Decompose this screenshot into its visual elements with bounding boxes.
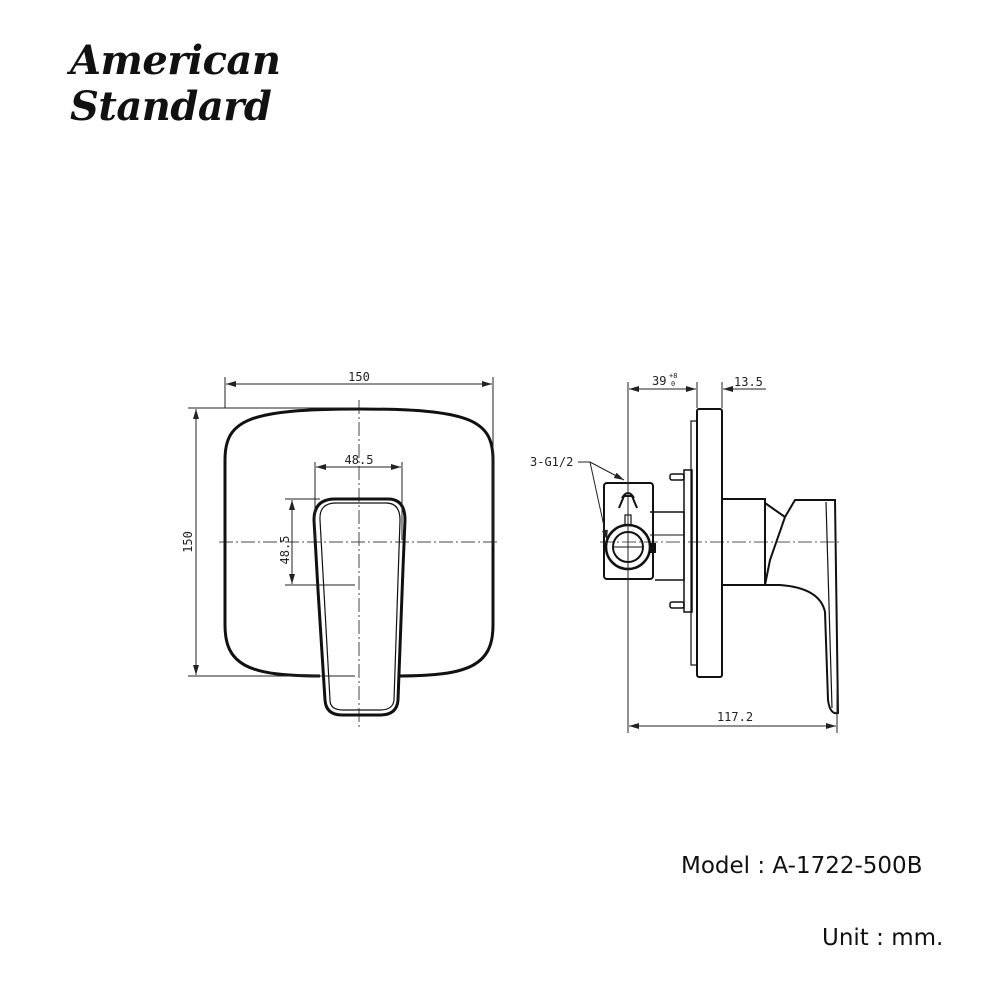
unit-label: Unit : mm.: [822, 925, 944, 951]
side-view: [578, 382, 840, 733]
depth-dimension-label: 39: [652, 374, 666, 388]
plate-dimension-label: 13.5: [734, 375, 763, 389]
depth-tolerance-upper: +8: [669, 372, 677, 380]
front-view: [188, 377, 500, 728]
model-number: Model : A-1722-500B: [681, 853, 923, 879]
depth-tolerance-lower: 0: [671, 380, 675, 388]
valve-housing: [721, 498, 766, 586]
brand-line-2: Standard: [70, 83, 272, 130]
handle-height-label: 48.5: [278, 536, 292, 565]
connection-label: 3-G1/2: [530, 455, 573, 469]
total-depth-label: 117.2: [717, 710, 753, 724]
height-dimension-label: 150: [181, 531, 195, 553]
side-lever-handle: [763, 499, 840, 715]
brand-line-1: American: [70, 37, 281, 84]
side-plate: [696, 408, 723, 678]
mounting-pin: [669, 601, 685, 609]
handle-width-label: 48.5: [345, 453, 374, 467]
mounting-pin: [669, 473, 685, 481]
width-dimension-label: 150: [348, 370, 370, 384]
brand-logo: American Standard: [70, 37, 281, 130]
